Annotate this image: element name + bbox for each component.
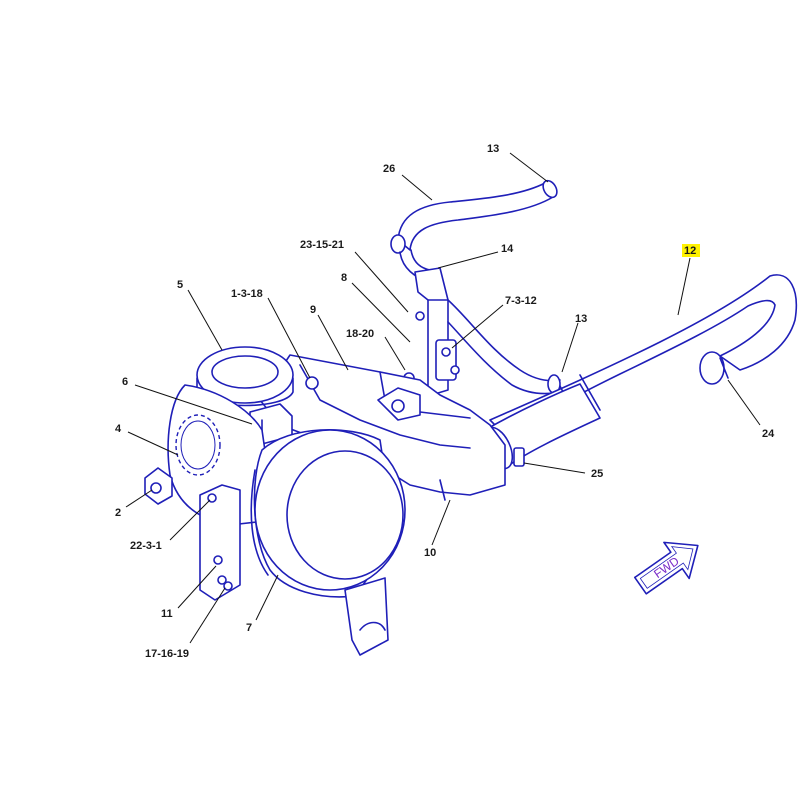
callout-26: 26 <box>383 163 395 175</box>
callout-2: 2 <box>115 507 121 519</box>
callout-18-20: 18-20 <box>346 328 374 340</box>
leader-lines <box>125 152 761 644</box>
callout-4: 4 <box>115 423 122 435</box>
callout-23-15-21: 23-15-21 <box>300 239 344 251</box>
callout-17-16-19: 17-16-19 <box>145 648 189 660</box>
callout-8: 8 <box>341 272 347 284</box>
forward-arrow-icon: FWD <box>633 541 699 595</box>
hose-26 <box>390 179 558 283</box>
callout-13: 13 <box>487 143 499 155</box>
frame-body <box>259 354 506 501</box>
cap-2 <box>144 467 173 505</box>
callout-12: 12 <box>684 245 696 257</box>
hose-13-lower <box>447 299 561 395</box>
callout-labels: 13 26 23-15-21 14 12 8 5 1-3-18 9 7-3-12… <box>115 143 775 660</box>
callout-13b: 13 <box>575 313 587 325</box>
callout-7: 7 <box>246 622 252 634</box>
callout-1-3-18: 1-3-18 <box>231 288 263 300</box>
callout-22-3-1: 22-3-1 <box>130 540 162 552</box>
callout-6: 6 <box>122 376 128 388</box>
callout-14: 14 <box>501 243 514 255</box>
filter-canister-7 <box>250 428 406 656</box>
callout-25: 25 <box>591 468 603 480</box>
callout-10: 10 <box>424 547 436 559</box>
callout-12-highlight <box>682 244 700 257</box>
callout-24: 24 <box>762 428 775 440</box>
bracket-11 <box>199 484 241 601</box>
bracket-14 <box>403 267 460 397</box>
callout-7-3-12: 7-3-12 <box>505 295 537 307</box>
air-cleaner-body <box>167 384 276 526</box>
callout-5: 5 <box>177 279 183 291</box>
callout-11: 11 <box>161 608 173 620</box>
callout-9: 9 <box>310 304 316 316</box>
intake-ring-5 <box>196 346 294 407</box>
